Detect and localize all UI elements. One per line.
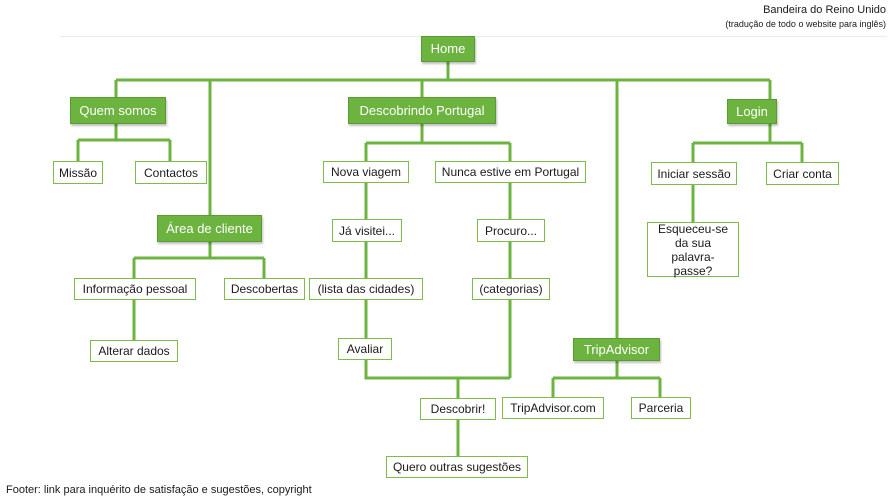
connector-descobrindo-children [364, 124, 512, 161]
connector-area-children [132, 240, 266, 278]
uk-flag-link[interactable]: Bandeira do Reino Unido [763, 4, 886, 16]
uk-flag-note: (tradução de todo o website para inglês) [725, 19, 886, 29]
connector-trip-children [551, 361, 662, 397]
footer-note: Footer: link para inquérito de satisfaçã… [6, 484, 312, 496]
categorias-link[interactable]: (categorias) [472, 278, 550, 300]
lista-cidades-link[interactable]: (lista das cidades) [309, 278, 423, 300]
connector-home [116, 62, 770, 82]
esqueceu-palavra-passe-link[interactable]: Esqueceu-se da sua palavra-passe? [647, 222, 739, 278]
nunca-estive-link[interactable]: Nunca estive em Portugal [435, 161, 586, 183]
quem-somos-button[interactable]: Quem somos [70, 97, 166, 124]
avaliar-link[interactable]: Avaliar [338, 338, 392, 360]
informacao-pessoal-link[interactable]: Informação pessoal [74, 278, 196, 300]
area-cliente-button[interactable]: Área de cliente [157, 215, 262, 242]
parceria-link[interactable]: Parceria [631, 397, 691, 419]
connector-quem-children [76, 124, 172, 161]
iniciar-sessao-link[interactable]: Iniciar sessão [651, 162, 737, 185]
login-button[interactable]: Login [727, 99, 777, 124]
quero-outras-link[interactable]: Quero outras sugestões [386, 456, 528, 478]
alterar-dados-link[interactable]: Alterar dados [90, 340, 178, 362]
procuro-link[interactable]: Procuro... [477, 219, 545, 242]
descobrir-link[interactable]: Descobrir! [420, 398, 496, 420]
contactos-link[interactable]: Contactos [135, 161, 207, 184]
criar-conta-link[interactable]: Criar conta [766, 162, 839, 185]
missao-link[interactable]: Missão [53, 161, 103, 184]
descobrindo-portugal-button[interactable]: Descobrindo Portugal [348, 97, 496, 124]
ja-visitei-link[interactable]: Já visitei... [332, 219, 402, 242]
connector-login-children [691, 124, 804, 162]
tripadvisor-button[interactable]: TripAdvisor [573, 338, 660, 361]
descobertas-link[interactable]: Descobertas [224, 278, 305, 300]
home-button[interactable]: Home [421, 36, 475, 62]
tripadvisor-com-link[interactable]: TripAdvisor.com [502, 397, 604, 419]
connector-merge [364, 360, 510, 398]
nova-viagem-link[interactable]: Nova viagem [323, 161, 409, 183]
